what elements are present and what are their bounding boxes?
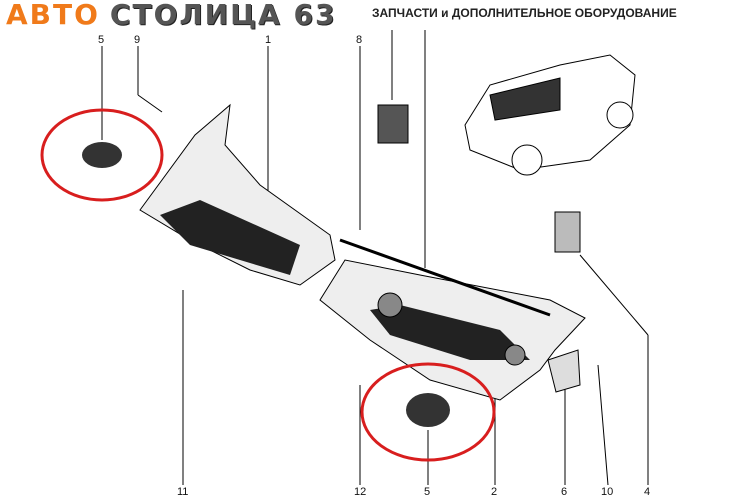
callout-12: 12 bbox=[354, 486, 366, 498]
callout-10: 10 bbox=[601, 486, 613, 498]
leader-lines bbox=[101, 30, 649, 486]
vent-grille bbox=[377, 104, 409, 144]
callout-5-bottom: 5 bbox=[424, 486, 430, 498]
callout-9: 9 bbox=[134, 34, 140, 46]
left-cowl-panel bbox=[139, 103, 336, 286]
callout-11: 11 bbox=[177, 486, 188, 498]
car-thumbnail bbox=[464, 54, 636, 176]
callout-8: 8 bbox=[356, 34, 362, 46]
callout-5-top: 5 bbox=[98, 34, 104, 46]
callout-2: 2 bbox=[491, 486, 497, 498]
grille-cover-left bbox=[82, 142, 122, 168]
grille-cover-right bbox=[406, 393, 450, 427]
highlight-circle-left bbox=[40, 108, 164, 202]
cap-part bbox=[547, 349, 581, 393]
callout-6: 6 bbox=[561, 486, 567, 498]
bracket-part bbox=[554, 211, 581, 253]
logo-part1: АВТО bbox=[6, 0, 100, 31]
logo: АВТО СТОЛИЦА 63 bbox=[6, 0, 336, 31]
callout-4: 4 bbox=[644, 486, 650, 498]
seal-strip bbox=[339, 238, 551, 317]
logo-part2: СТОЛИЦА 63 bbox=[109, 0, 337, 31]
callout-1: 1 bbox=[265, 34, 271, 46]
highlight-circle-right bbox=[360, 362, 496, 462]
tagline: ЗАПЧАСТИ и ДОПОЛНИТЕЛЬНОЕ ОБОРУДОВАНИЕ bbox=[372, 6, 677, 20]
right-cowl-panel bbox=[319, 259, 586, 401]
